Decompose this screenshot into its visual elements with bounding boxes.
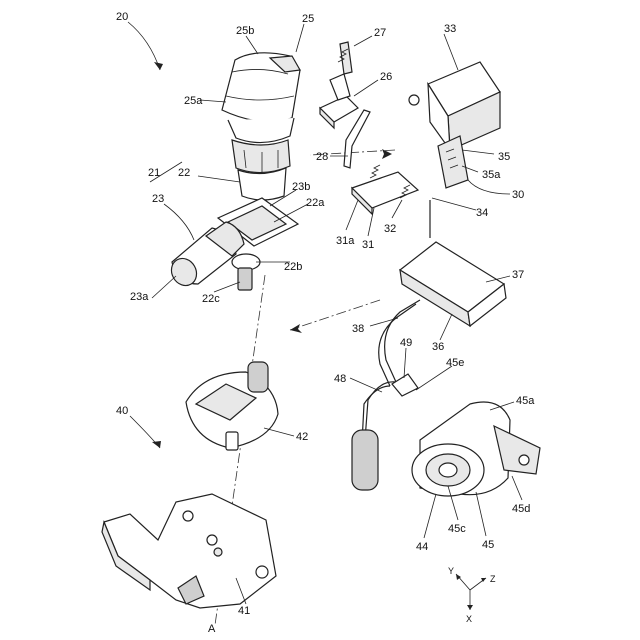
label-38: 38 (352, 323, 364, 335)
lever-28 (344, 110, 370, 168)
harness-axis-line (290, 300, 380, 330)
label-35: 35 (498, 151, 510, 163)
leader-34 (432, 198, 476, 210)
arrow-harness-axis (290, 324, 302, 333)
switch-26 (320, 42, 358, 128)
rotor-22 (228, 118, 294, 200)
leader-42 (264, 428, 294, 436)
leader-45 (476, 492, 486, 536)
knob-25 (222, 53, 300, 122)
leader-22c (214, 282, 240, 292)
label-45e: 45e (446, 357, 464, 369)
leader-23 (164, 204, 194, 240)
leader-44 (424, 494, 436, 538)
label-35a: 35a (482, 169, 501, 181)
leader-25a (200, 100, 226, 102)
label-23b: 23b (292, 181, 310, 193)
label-48: 48 (334, 373, 346, 385)
label-42: 42 (296, 431, 308, 443)
axis-z-label: Z (490, 574, 496, 584)
label-22b: 22b (284, 261, 302, 273)
coil-unit-37 (400, 200, 506, 326)
leader-49 (404, 348, 406, 378)
label-20: 20 (116, 11, 128, 23)
label-26: 26 (380, 71, 392, 83)
label-33: 33 (444, 23, 456, 35)
axis-x-label: X (466, 614, 472, 624)
cam-42 (186, 362, 278, 450)
arrow-40 (152, 441, 161, 448)
label-49: 49 (400, 337, 412, 349)
shaft-22c (232, 254, 260, 290)
label-22c: 22c (202, 293, 220, 305)
label-45c: 45c (448, 523, 466, 535)
spring-holder-31 (352, 165, 418, 214)
label-45a: 45a (516, 395, 535, 407)
label-axis-a: A (208, 623, 216, 635)
label-31a: 31a (336, 235, 355, 247)
leader-38 (370, 318, 398, 326)
solenoid-33 (409, 62, 500, 150)
label-22a: 22a (306, 197, 325, 209)
leader-22 (198, 176, 240, 182)
leader-33 (444, 34, 458, 70)
axis-y-label: Y (448, 566, 454, 576)
housing-23 (167, 222, 244, 290)
label-45: 45 (482, 539, 494, 551)
label-27: 27 (374, 27, 386, 39)
label-40: 40 (116, 405, 128, 417)
housing-41 (102, 494, 276, 608)
leader-45e (416, 366, 452, 390)
leader-30 (468, 180, 510, 194)
leader-48 (350, 378, 382, 392)
label-28: 28 (316, 151, 328, 163)
leader-23a (152, 276, 176, 298)
label-25: 25 (302, 13, 314, 25)
leader-31a (346, 200, 358, 230)
leader-27 (354, 36, 372, 46)
label-37: 37 (512, 269, 524, 281)
label-41: 41 (238, 605, 250, 617)
leader-45d (512, 476, 522, 500)
leader-25 (296, 24, 304, 52)
actuator-45 (412, 402, 540, 496)
label-44: 44 (416, 541, 428, 553)
label-32: 32 (384, 223, 396, 235)
label-25b: 25b (236, 25, 254, 37)
label-21: 21 (148, 167, 160, 179)
leader-32 (392, 200, 402, 218)
label-34: 34 (476, 207, 488, 219)
label-45d: 45d (512, 503, 530, 515)
label-23a: 23a (130, 291, 149, 303)
label-30: 30 (512, 189, 524, 201)
label-25a: 25a (184, 95, 203, 107)
label-23: 23 (152, 193, 164, 205)
label-31: 31 (362, 239, 374, 251)
label-22: 22 (178, 167, 190, 179)
leader-25b (246, 36, 258, 54)
leader-26 (354, 80, 378, 96)
leader-36 (440, 314, 452, 340)
label-36: 36 (432, 341, 444, 353)
leader-35 (462, 150, 494, 154)
arrow-20 (154, 62, 163, 70)
coordinate-axes: Y Z X (448, 566, 496, 624)
